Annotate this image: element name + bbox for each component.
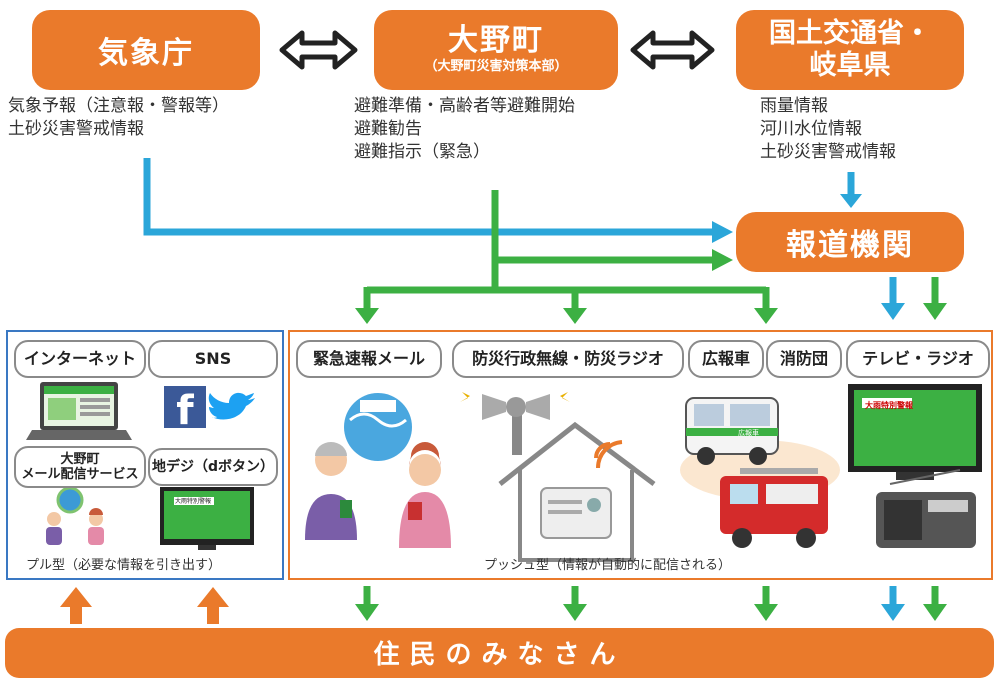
fire-brigade-label: 消防団 — [766, 340, 842, 378]
kishocho-box: 気象庁 — [32, 10, 260, 90]
ministry-box: 国土交通省・ 岐阜県 — [736, 10, 964, 90]
loudspeaker-illustration — [460, 392, 570, 455]
car-side-label: 広報車 — [738, 429, 759, 437]
double-arrow-left — [279, 30, 358, 70]
ministry-info-line: 雨量情報 — [760, 96, 828, 116]
mail-service-label-line1: 大野町 — [60, 452, 100, 467]
residents-bar: 住民のみなさん — [5, 628, 994, 678]
town-box: 大野町 （大野町災害対策本部） — [374, 10, 618, 90]
push-caption: プッシュ型（情報が自動的に配信される） — [484, 558, 732, 573]
push-panel-border — [288, 330, 993, 580]
tv-screen-label: 大雨特別警報 — [865, 401, 913, 410]
mail-service-label: 大野町 メール配信サービス — [14, 446, 146, 488]
tv-illustration — [848, 384, 982, 480]
fire-truck-illustration — [720, 468, 828, 548]
house-illustration — [498, 421, 656, 562]
town-info-line: 避難指示（緊急） — [354, 142, 490, 162]
pull-people-illustration — [46, 486, 104, 545]
press-label: 報道機関 — [786, 228, 914, 263]
residents-label: 住民のみなさん — [373, 640, 626, 670]
emergency-mail-illustration — [305, 393, 451, 548]
kishocho-label: 気象庁 — [98, 36, 194, 71]
double-arrow-right — [630, 30, 715, 70]
pull-up-arrows — [60, 587, 229, 624]
town-info: 避難準備・高齢者等避難開始 避難勧告 避難指示（緊急） — [354, 95, 575, 164]
sns-label: SNS — [148, 340, 278, 378]
ministry-label-line2: 岐阜県 — [809, 50, 891, 81]
pull-caption: プル型（必要な情報を引き出す） — [26, 558, 222, 573]
green-arrows-town — [355, 190, 778, 324]
facebook-icon: f — [164, 386, 206, 434]
pull-panel-border — [6, 330, 284, 580]
svg-text:f: f — [176, 388, 194, 434]
mail-service-label-line2: メール配信サービス — [21, 467, 139, 482]
push-down-arrows — [355, 586, 947, 621]
radio-system-label: 防災行政無線・防災ラジオ — [452, 340, 684, 378]
ministry-label-line1: 国土交通省・ — [769, 18, 931, 49]
dtv-illustration — [160, 487, 254, 550]
ministry-info-line: 土砂災害警戒情報 — [760, 142, 896, 162]
blue-arrow-kishocho-to-press — [143, 158, 733, 243]
pr-car-label: 広報車 — [688, 340, 764, 378]
internet-label: インターネット — [14, 340, 146, 378]
tv-radio-label: テレビ・ラジオ — [846, 340, 990, 378]
kishocho-info: 気象予報（注意報・警報等） 土砂災害警戒情報 — [8, 95, 229, 141]
town-label: 大野町 — [448, 23, 544, 58]
dtv-label: 地デジ（dボタン） — [148, 448, 278, 486]
radio-illustration — [876, 469, 976, 548]
laptop-illustration — [26, 382, 132, 440]
press-to-tv-arrows — [881, 277, 947, 320]
emergency-mail-label: 緊急速報メール — [296, 340, 442, 378]
town-info-line: 避難準備・高齢者等避難開始 — [354, 96, 575, 116]
ministry-info: 雨量情報 河川水位情報 土砂災害警戒情報 — [760, 95, 896, 164]
kishocho-info-line: 土砂災害警戒情報 — [8, 119, 144, 139]
blue-arrow-ministry-to-press — [840, 172, 862, 208]
twitter-icon — [208, 392, 255, 420]
dtv-screen-label: 大雨特別警報 — [175, 498, 212, 505]
ministry-info-line: 河川水位情報 — [760, 119, 862, 139]
kishocho-info-line: 気象予報（注意報・警報等） — [8, 96, 229, 116]
press-box: 報道機関 — [736, 212, 964, 272]
town-sublabel: （大野町災害対策本部） — [424, 59, 568, 74]
town-info-line: 避難勧告 — [354, 119, 422, 139]
